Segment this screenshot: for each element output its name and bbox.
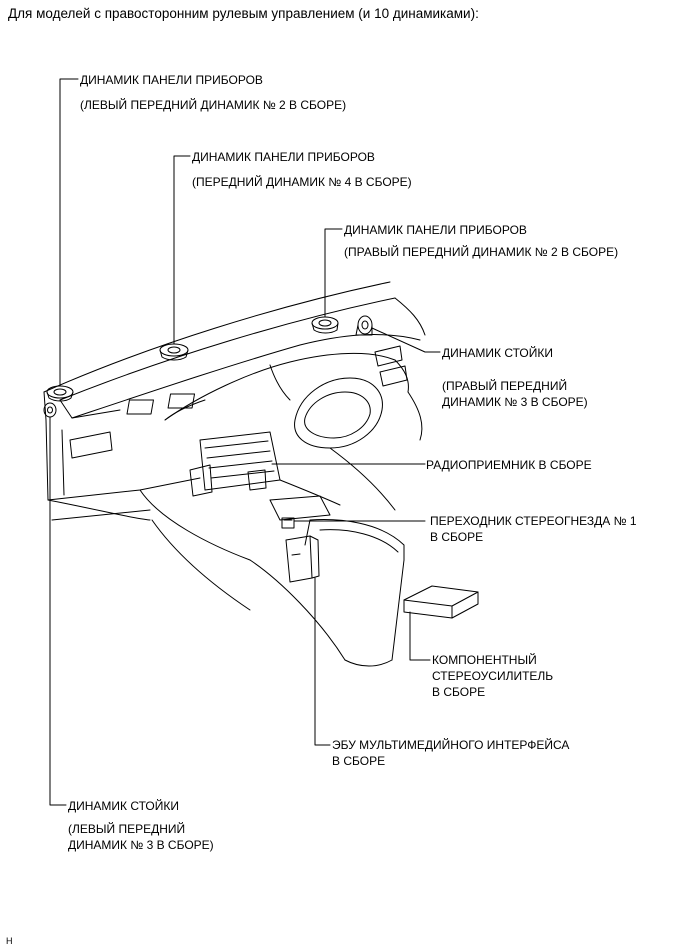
label-right-pillar-sub2: ДИНАМИК № 3 В СБОРЕ) [442,395,588,409]
label-left-pillar-sub1: (ЛЕВЫЙ ПЕРЕДНИЙ [68,822,186,836]
multimedia-ecu-icon [285,535,320,583]
label-front-center-title: ДИНАМИК ПАНЕЛИ ПРИБОРОВ [192,150,375,164]
label-front-center-sub: (ПЕРЕДНИЙ ДИНАМИК № 4 В СБОРЕ) [192,175,412,189]
leader-lines [49,78,441,806]
label-stereo-jack-line1: ПЕРЕХОДНИК СТЕРЕОГНЕЗДА № 1 [430,514,637,528]
label-amplifier-line1: КОМПОНЕНТНЫЙ [432,653,537,667]
amplifier-icon [403,585,479,619]
right-pillar-speaker-icon [355,315,373,336]
figure-code: H [6,936,13,946]
right-dash-speaker-icon [311,316,339,334]
label-left-front-dash-sub: (ЛЕВЫЙ ПЕРЕДНИЙ ДИНАМИК № 2 В СБОРЕ) [80,98,347,112]
label-amplifier-line2: СТЕРЕОУСИЛИТЕЛЬ [432,669,554,683]
label-radio: РАДИОПРИЕМНИК В СБОРЕ [426,458,592,472]
dashboard-body [43,281,426,667]
center-dash-speaker-icon [159,343,189,361]
label-amplifier-line3: В СБОРЕ [432,685,486,699]
label-right-pillar-title: ДИНАМИК СТОЙКИ [442,346,553,360]
label-right-front-dash-title: ДИНАМИК ПАНЕЛИ ПРИБОРОВ [344,223,527,237]
label-stereo-jack-line2: В СБОРЕ [430,530,484,544]
page-header: Для моделей с правосторонним рулевым упр… [8,6,479,21]
label-left-pillar-title: ДИНАМИК СТОЙКИ [68,799,179,813]
label-left-front-dash-title: ДИНАМИК ПАНЕЛИ ПРИБОРОВ [80,73,263,87]
left-dash-speaker-icon [46,385,74,402]
label-right-pillar-sub1: (ПРАВЫЙ ПЕРЕДНИЙ [442,379,568,393]
stereo-jack-adapter-icon [281,517,295,529]
left-pillar-speaker-icon [43,402,57,418]
label-right-front-dash-sub: (ПРАВЫЙ ПЕРЕДНИЙ ДИНАМИК № 2 В СБОРЕ) [344,245,619,259]
label-multimedia-ecu-line2: В СБОРЕ [332,754,386,768]
label-multimedia-ecu-line1: ЭБУ МУЛЬТИМЕДИЙНОГО ИНТЕРФЕЙСА [332,738,570,752]
label-left-pillar-sub2: ДИНАМИК № 3 В СБОРЕ) [68,838,214,852]
